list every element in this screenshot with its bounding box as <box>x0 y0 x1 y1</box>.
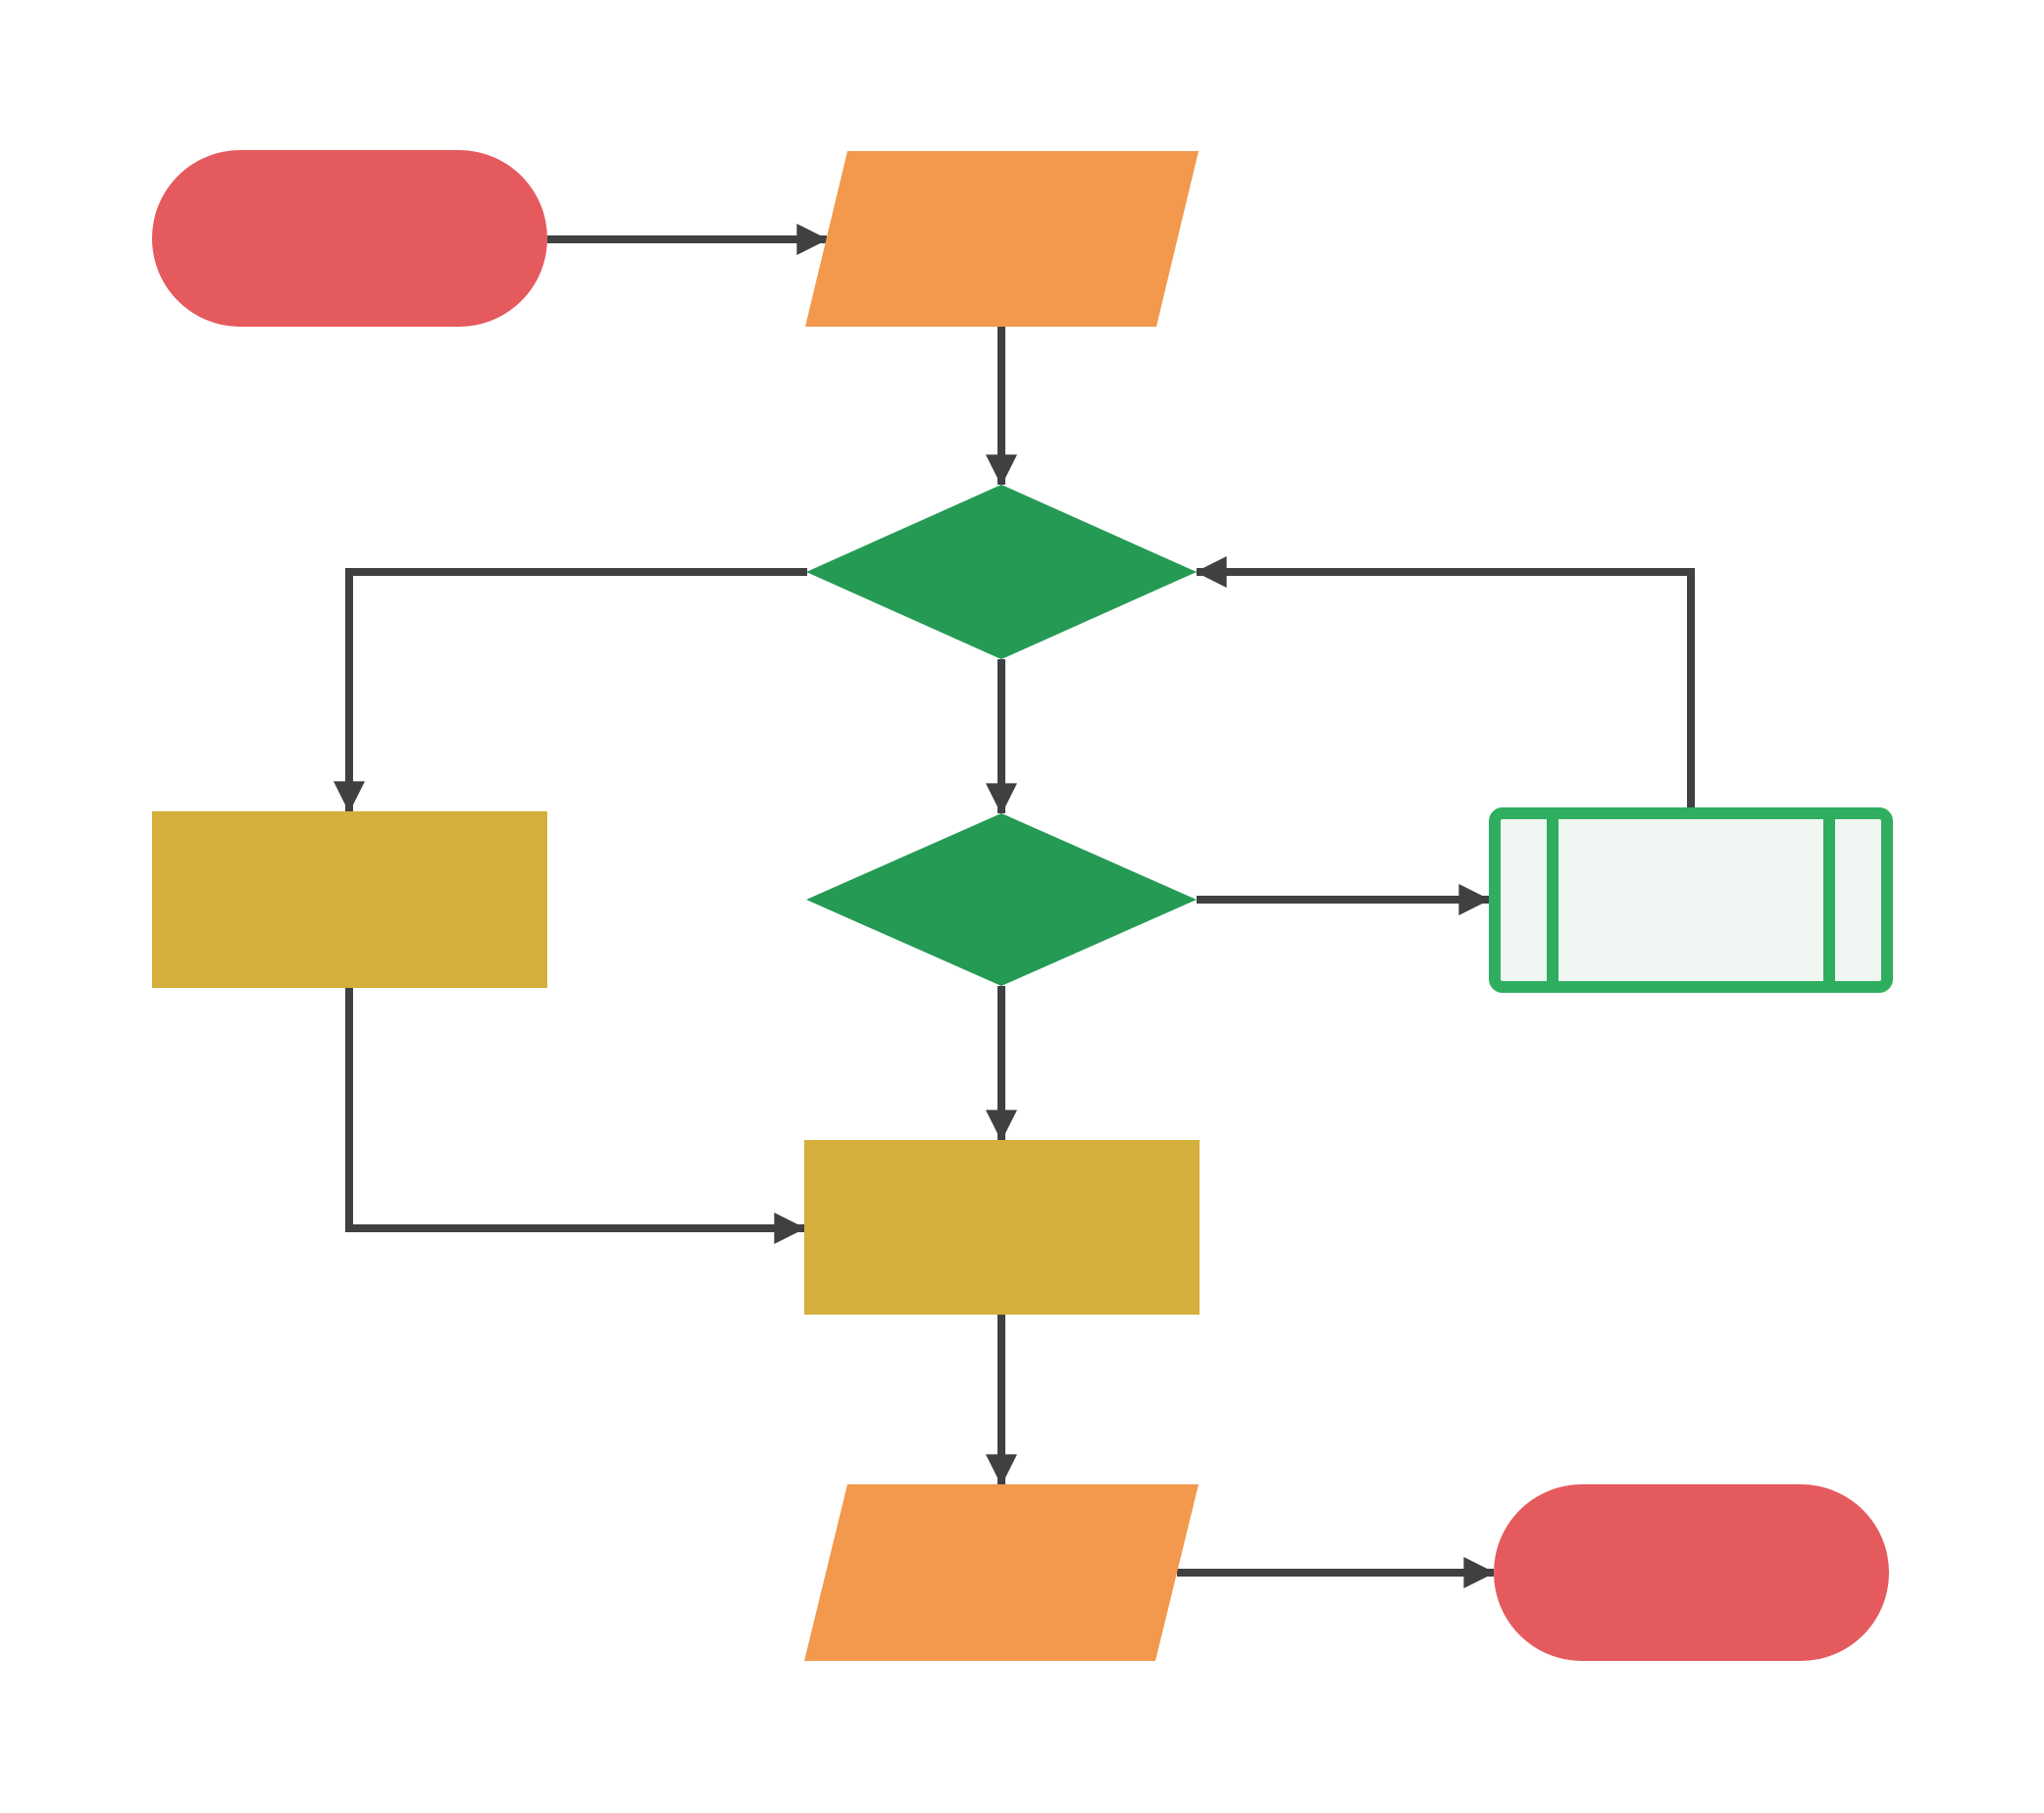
node-start-terminator <box>152 150 547 327</box>
node-decision2-decision-diamond <box>806 813 1197 986</box>
subroutine-outer-rect <box>1489 807 1893 993</box>
node-output-parallelogram <box>804 1484 1199 1661</box>
node-decision1-decision-diamond <box>806 485 1197 659</box>
edge-subroutine-to-decision1 <box>1195 556 1695 807</box>
edge-decision1-to-process-left <box>333 568 807 813</box>
node-input-parallelogram <box>805 151 1199 327</box>
edges-layer <box>333 224 1695 1588</box>
node-processLeft-process-rect <box>152 811 547 988</box>
node-end-terminator <box>1494 1484 1889 1661</box>
edge-process-left-to-process-mid <box>345 988 806 1244</box>
node-processMid-process-rect <box>804 1140 1200 1315</box>
nodes-layer <box>152 150 1893 1661</box>
node-subroutine-predefined-process <box>1489 807 1893 993</box>
